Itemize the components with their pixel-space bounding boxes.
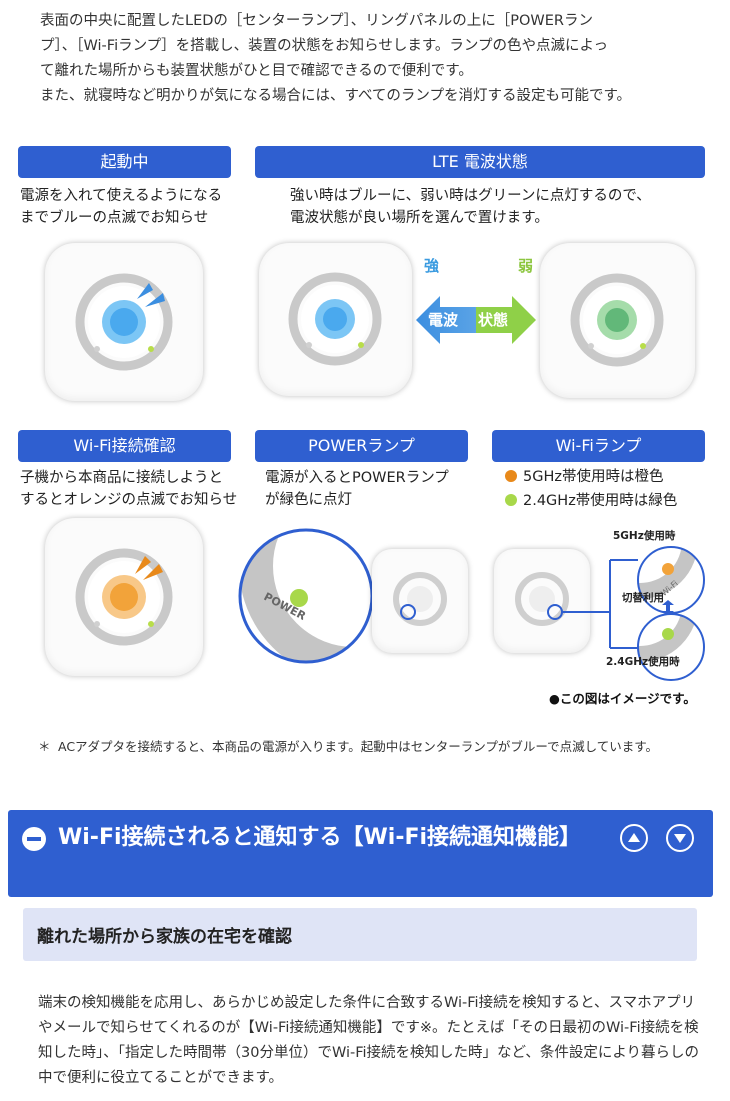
body-paragraph: 端末の検知機能を応用し、あらかじめ設定した条件に合致するWi-Fi接続を検知する… — [38, 995, 700, 1086]
label-24ghz-use: 2.4GHz使用時 — [606, 656, 680, 668]
desc-line: までブルーの点滅でお知らせ — [20, 210, 209, 226]
power-device-illustration — [372, 549, 468, 653]
scroll-up-button[interactable] — [620, 824, 648, 852]
startup-device-illustration — [45, 243, 203, 401]
power-lamp-zoom-illustration — [238, 528, 374, 664]
arrow-text-right: 状態 — [478, 311, 509, 329]
wifi-lamp-legend: 5GHz帯使用時は橙色 2.4GHz帯使用時は緑色 — [505, 465, 677, 513]
wifi-lamp-device-illustration — [494, 549, 590, 653]
green-dot-icon — [505, 494, 517, 506]
desc-line: が緑色に点灯 — [265, 492, 352, 508]
collapse-icon[interactable] — [22, 827, 46, 851]
blue-lamp-icon — [288, 272, 382, 366]
section-title: Wi-Fi接続されると通知する【Wi-Fi接続通知機能】 — [58, 825, 582, 850]
arrow-text-left: 電波 — [428, 311, 459, 329]
up-down-arrow-icon — [662, 600, 674, 616]
weak-label: 弱 — [518, 257, 534, 275]
intro-line: て離れた場所からも装置状態がひと目で確認できるので便利です。 — [40, 63, 473, 79]
strong-label: 強 — [424, 257, 440, 275]
double-arrow-icon — [416, 296, 536, 344]
scroll-down-button[interactable] — [666, 824, 694, 852]
wifi-confirm-description: 子機から本商品に接続しようと するとオレンジの点滅でお知らせ — [20, 467, 237, 511]
wifi-confirm-heading: Wi-Fi接続確認 — [18, 430, 231, 462]
label-5ghz-use: 5GHz使用時 — [613, 530, 676, 542]
lte-heading: LTE 電波状態 — [255, 146, 705, 178]
power-heading: POWERランプ — [255, 430, 468, 462]
desc-line: 子機から本商品に接続しようと — [20, 470, 223, 486]
blinking-blue-lamp-icon — [75, 273, 173, 371]
wifi-lamp-heading: Wi-Fiランプ — [492, 430, 705, 462]
intro-line: 表面の中央に配置したLEDの［センターランプ］、リングパネルの上に［POWERラ… — [40, 13, 593, 29]
desc-line: 強い時はブルーに、弱い時はグリーンに点灯するので、 — [290, 188, 651, 204]
triangle-down-icon — [674, 834, 686, 843]
desc-line: 電波状態が良い場所を選んで置けます。 — [290, 210, 549, 226]
orange-dot-icon — [505, 470, 517, 482]
footnote-mark: ＊ — [38, 739, 51, 754]
wifi-zoom-connectors — [562, 559, 638, 649]
subsection-title: 離れた場所から家族の在宅を確認 — [37, 927, 292, 947]
green-wifi-lamp-zoom — [637, 613, 705, 681]
wifi-confirm-device-illustration — [45, 518, 203, 676]
section-header[interactable]: Wi-Fi接続されると通知する【Wi-Fi接続通知機能】 — [8, 810, 713, 897]
desc-line: 電源を入れて使えるようになる — [20, 188, 223, 204]
blinking-orange-lamp-icon — [75, 548, 173, 646]
legend-text: 5GHz帯使用時は橙色 — [523, 469, 664, 485]
triangle-up-icon — [628, 833, 640, 842]
legend-text: 2.4GHz帯使用時は緑色 — [523, 493, 678, 509]
image-note: ●この図はイメージです。 — [549, 691, 696, 706]
legend-item-5ghz: 5GHz帯使用時は橙色 — [505, 465, 677, 489]
lte-description: 強い時はブルーに、弱い時はグリーンに点灯するので、 電波状態が良い場所を選んで置… — [290, 185, 651, 229]
intro-line: また、就寝時など明かりが気になる場合には、すべてのランプを消灯する設定も可能です… — [40, 88, 632, 104]
subsection-header: 離れた場所から家族の在宅を確認 — [23, 908, 697, 961]
footnote: ＊ ACアダプタを接続すると、本商品の電源が入ります。起動中はセンターランプがブ… — [38, 736, 700, 758]
intro-paragraph: 表面の中央に配置したLEDの［センターランプ］、リングパネルの上に［POWERラ… — [40, 9, 700, 109]
startup-description: 電源を入れて使えるようになる までブルーの点滅でお知らせ — [20, 185, 222, 229]
legend-item-24ghz: 2.4GHz帯使用時は緑色 — [505, 489, 677, 513]
intro-line: プ］、［Wi-Fiランプ］を搭載し、装置の状態をお知らせします。ランプの色や点滅… — [40, 38, 609, 54]
footnote-text: ACアダプタを接続すると、本商品の電源が入ります。起動中はセンターランプがブルー… — [58, 739, 659, 754]
desc-line: 電源が入るとPOWERランプ — [265, 470, 449, 486]
device-icon — [393, 572, 447, 626]
desc-line: するとオレンジの点滅でお知らせ — [20, 492, 238, 508]
signal-double-arrow: 電波 状態 — [414, 292, 538, 348]
label-switch-use: 切替利用 — [622, 592, 664, 604]
green-lamp-icon — [570, 273, 664, 367]
startup-heading: 起動中 — [18, 146, 231, 178]
power-description: 電源が入るとPOWERランプ が緑色に点灯 — [265, 467, 449, 511]
orange-wifi-lamp-zoom — [637, 546, 705, 614]
lte-strong-device-illustration — [259, 243, 412, 396]
lte-weak-device-illustration — [540, 243, 695, 398]
